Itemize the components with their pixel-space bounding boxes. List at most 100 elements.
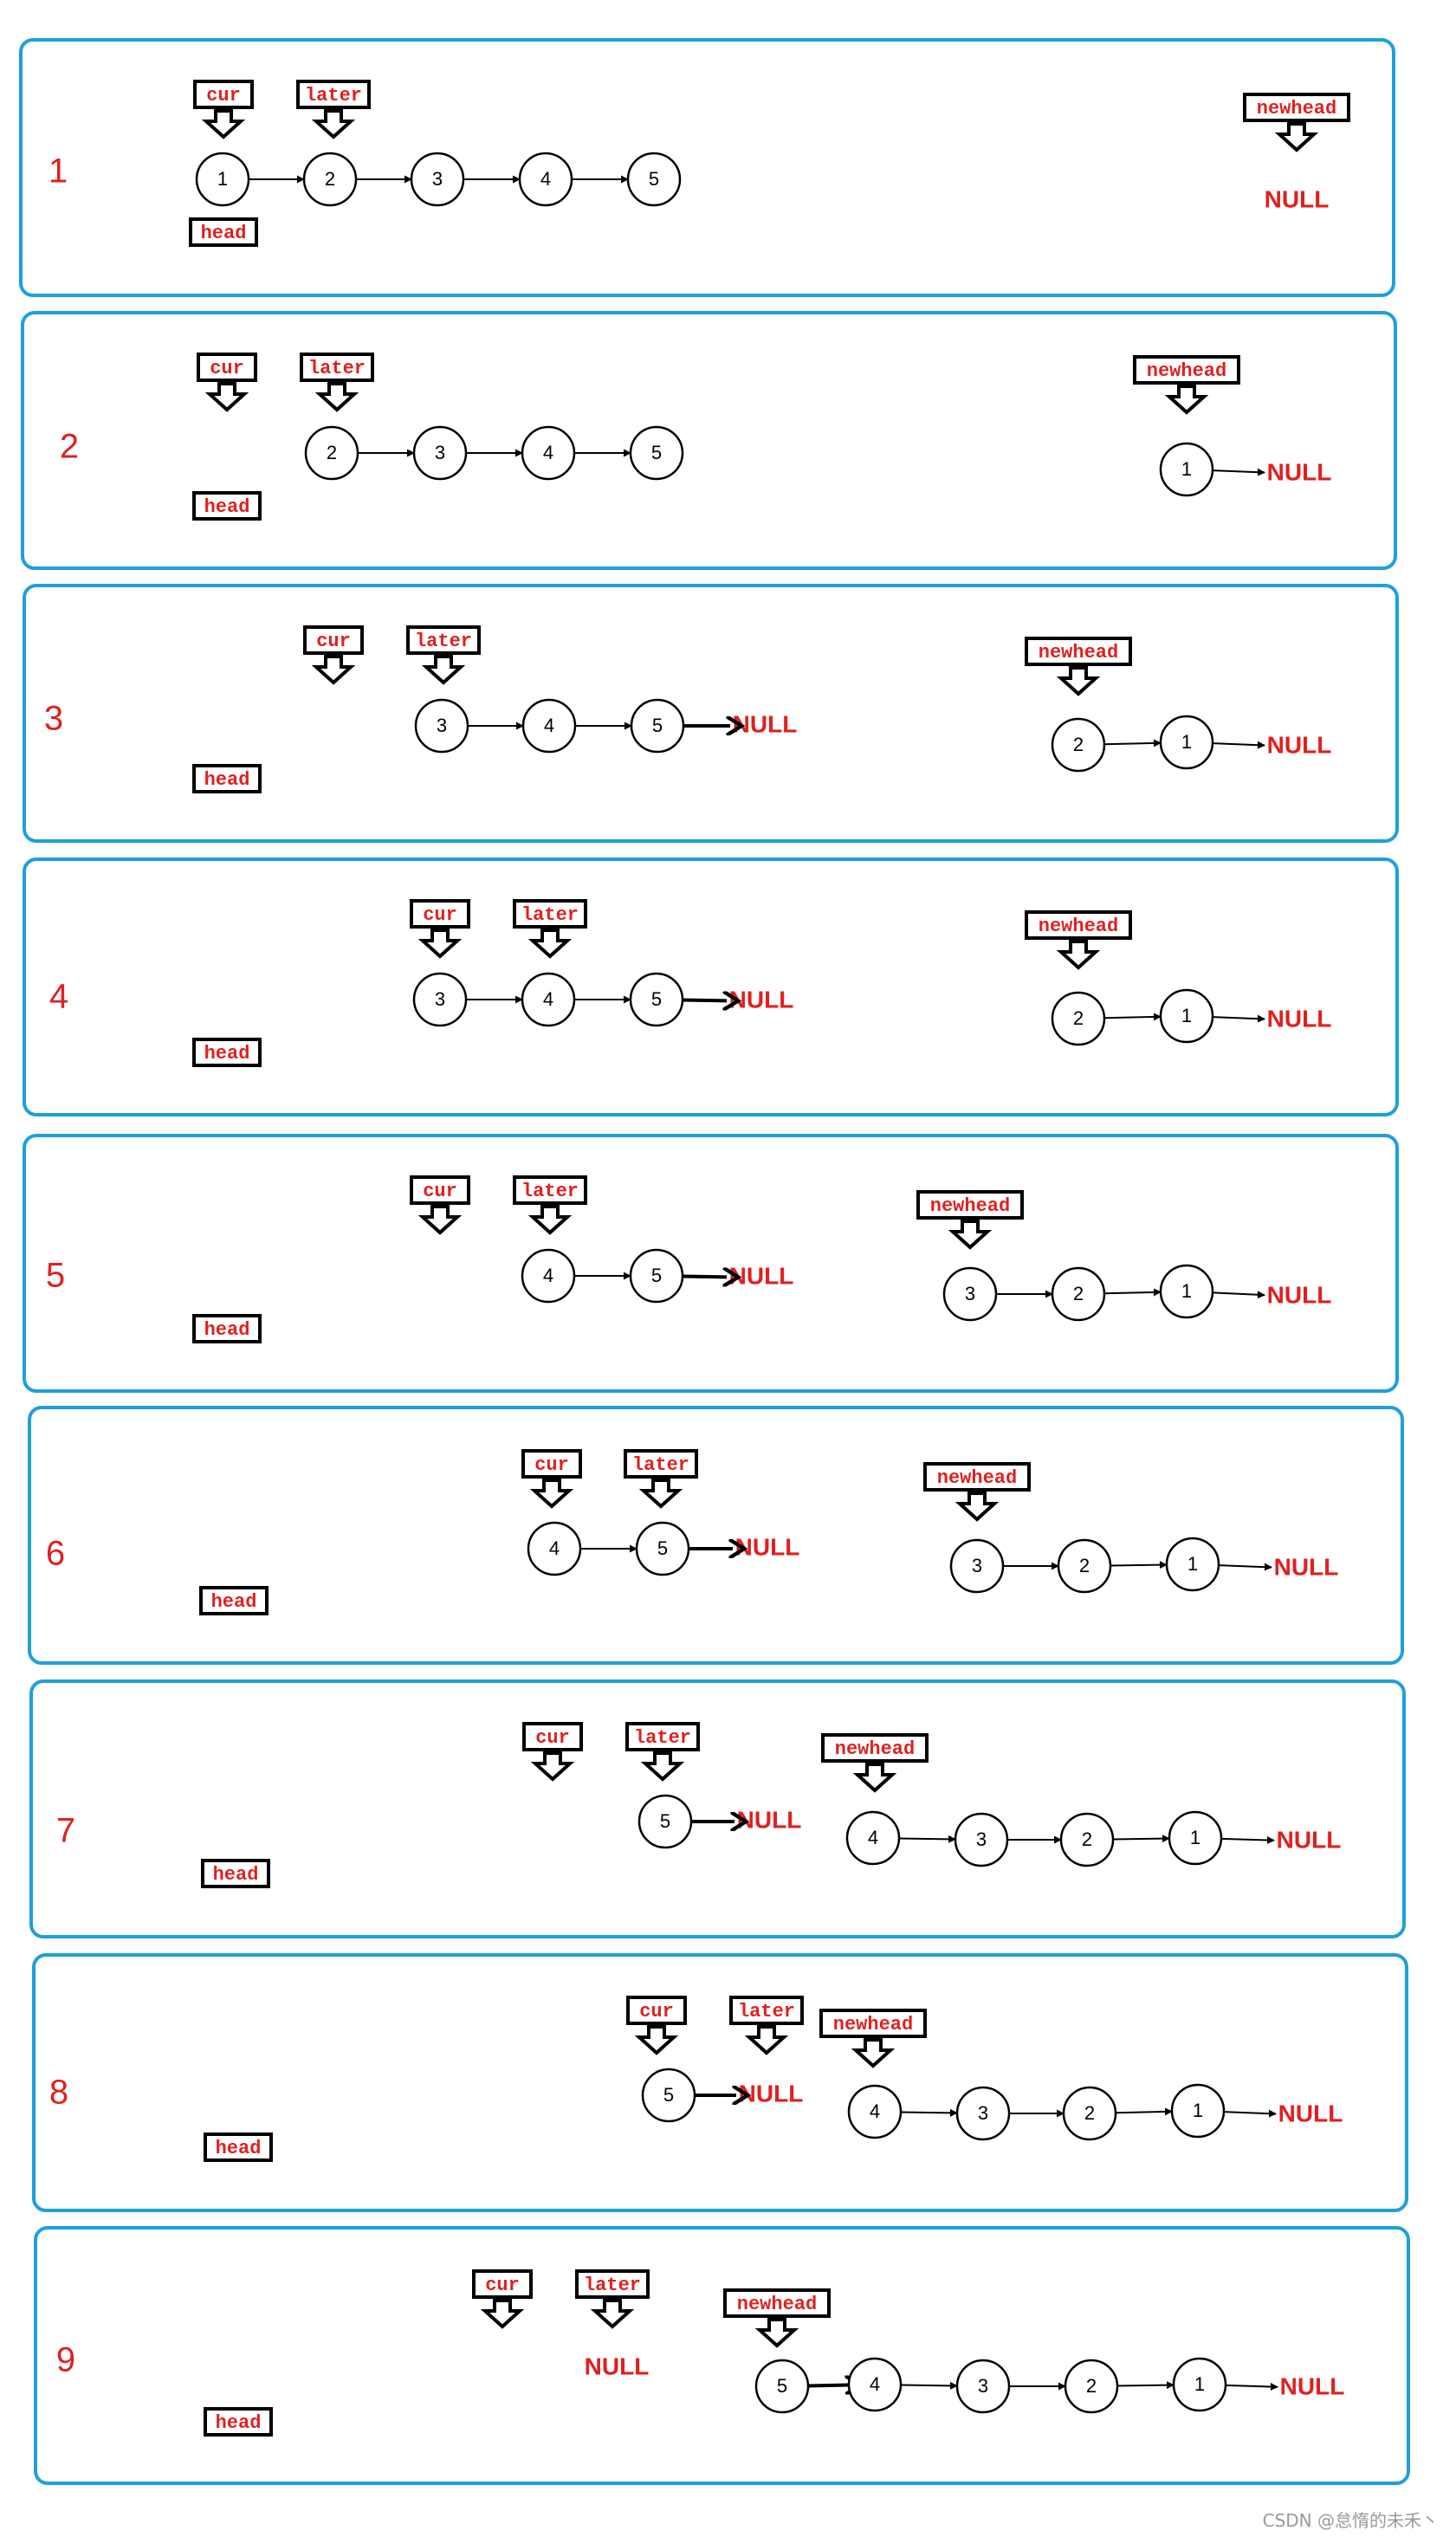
list-node-3: 3	[410, 152, 465, 207]
node-value: 4	[543, 988, 553, 1010]
down-arrow-icon	[311, 109, 356, 139]
node-value: 1	[1190, 1827, 1200, 1848]
null-label: NULL	[735, 1533, 800, 1560]
list-node-2: 2	[1051, 1266, 1106, 1322]
list-node-5: 5	[626, 152, 682, 207]
down-arrow-icon	[201, 109, 246, 139]
node-value: 5	[777, 2375, 787, 2397]
down-arrow-icon	[530, 1751, 575, 1782]
cur-label: cur	[210, 358, 244, 379]
list-node-4: 4	[527, 1521, 582, 1576]
node-value: 5	[652, 715, 663, 736]
cur-label: cur	[485, 2275, 520, 2296]
link-arrow	[1225, 2383, 1278, 2391]
node-value: 2	[1086, 2375, 1097, 2397]
head-pointer-tag: head	[201, 1859, 270, 1888]
head-label: head	[204, 496, 250, 518]
node-value: 1	[1193, 2100, 1203, 2121]
newhead-pointer-tag: newhead	[1243, 93, 1350, 152]
down-arrow-icon	[638, 1479, 683, 1509]
down-arrow-icon	[851, 2038, 896, 2068]
list-node-1: 1	[1159, 988, 1214, 1044]
step-number: 8	[49, 2074, 68, 2112]
cur-pointer-tag: cur	[303, 625, 364, 685]
panel-frame	[32, 1953, 1408, 2212]
head-label: head	[201, 223, 247, 244]
cur-pointer-tag: cur	[626, 1996, 687, 2055]
link-arrow	[1212, 468, 1265, 476]
link-arrow	[1223, 2109, 1277, 2118]
down-arrow-icon	[417, 929, 463, 959]
panel-frame	[21, 311, 1397, 570]
panel-frame	[29, 1679, 1406, 1938]
node-value: 3	[978, 2375, 988, 2397]
list-node-5: 5	[629, 1248, 684, 1304]
later-pointer-tag: later	[296, 80, 371, 139]
null-label: NULL	[1274, 1553, 1339, 1580]
link-arrow	[1220, 1836, 1275, 1845]
node-value: 1	[1181, 458, 1192, 480]
newhead-pointer-tag: newhead	[916, 1190, 1024, 1250]
newhead-label: newhead	[1257, 98, 1336, 120]
down-arrow-icon	[744, 2025, 789, 2055]
down-arrow-icon	[527, 1205, 573, 1235]
node-value: 2	[1073, 1007, 1084, 1029]
later-label: later	[521, 904, 579, 926]
node-value: 1	[1181, 1005, 1192, 1026]
list-node-2: 2	[304, 425, 359, 481]
step-number: 1	[49, 152, 68, 191]
node-value: 4	[540, 168, 551, 190]
head-pointer-tag: head	[192, 764, 262, 793]
node-value: 5	[651, 1265, 662, 1286]
step-number: 6	[46, 1535, 65, 1573]
head-label: head	[204, 1319, 250, 1341]
link-arrow	[1110, 1561, 1168, 1569]
null-label: NULL	[1265, 185, 1330, 212]
null-label: NULL	[1267, 1005, 1332, 1032]
newhead-pointer-tag: newhead	[1025, 910, 1132, 970]
null-label: NULL	[1280, 2372, 1345, 2399]
head-pointer-tag: head	[204, 2133, 273, 2162]
step-number: 2	[60, 428, 79, 466]
down-arrow-icon	[640, 1751, 685, 1782]
link-arrow	[1103, 739, 1162, 748]
cur-label: cur	[535, 1727, 570, 1749]
list-node-2: 2	[1064, 2359, 1119, 2414]
list-node-1: 1	[1170, 2083, 1226, 2139]
list-node-4: 4	[845, 1810, 901, 1866]
list-node-3: 3	[949, 1538, 1005, 1594]
head-pointer-tag: head	[189, 217, 258, 247]
list-node-4: 4	[518, 152, 573, 207]
later-pointer-tag: later	[729, 1996, 804, 2055]
step-number: 4	[49, 978, 68, 1016]
node-value: 1	[1194, 2373, 1205, 2395]
list-node-3: 3	[412, 972, 468, 1027]
later-label: later	[308, 358, 366, 379]
down-arrow-icon	[754, 2318, 799, 2348]
list-node-1: 1	[1159, 715, 1214, 770]
down-arrow-icon	[480, 2299, 525, 2329]
null-label: NULL	[1267, 1281, 1332, 1308]
newhead-label: newhead	[937, 1467, 1017, 1489]
panel-frame	[23, 1134, 1399, 1393]
cur-pointer-tag: cur	[193, 80, 254, 139]
list-node-4: 4	[521, 698, 577, 754]
null-label: NULL	[1278, 2100, 1343, 2126]
null-label: NULL	[737, 1806, 802, 1833]
node-value: 5	[660, 1810, 670, 1832]
later-pointer-tag: later	[513, 899, 587, 959]
null-label: NULL	[585, 2353, 650, 2379]
cur-pointer-tag: cur	[197, 353, 257, 412]
null-label: NULL	[1277, 1826, 1342, 1853]
down-arrow-icon	[634, 2025, 679, 2055]
node-value: 4	[870, 2373, 880, 2395]
list-node-1: 1	[1165, 1537, 1220, 1592]
panel-frame	[28, 1406, 1404, 1665]
list-node-2: 2	[1057, 1538, 1112, 1594]
later-pointer-tag: later	[624, 1449, 698, 1509]
node-value: 2	[1073, 1283, 1084, 1304]
head-label: head	[213, 1864, 259, 1886]
node-value: 5	[649, 168, 659, 190]
